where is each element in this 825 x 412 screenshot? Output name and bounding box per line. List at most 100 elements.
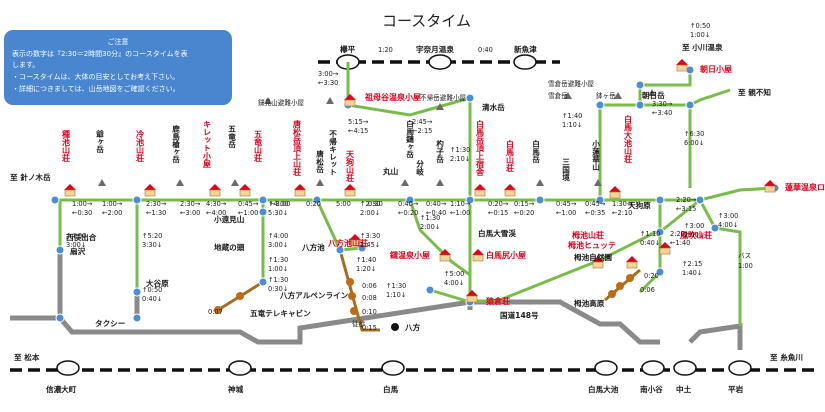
hut-icon [764, 180, 776, 193]
branch-time: 1:40↓ [682, 269, 702, 277]
label-toho: 徒歩 [352, 319, 366, 328]
ridge-time: 2:30→ [180, 200, 201, 208]
branch-time: 0:30↓ [268, 285, 288, 293]
trail-node [465, 93, 475, 103]
notice-line-3: ・コースタイムは、大体の目安としてお考え下さい。 [12, 72, 179, 81]
branch-time: ↑6:30 [684, 130, 704, 138]
hut-icon [474, 184, 486, 197]
ridge-time: 0:20→ [488, 200, 509, 208]
peak-marker [436, 179, 444, 186]
peak-sangokusakai: 三国境 [561, 158, 570, 182]
branch-time: 0:40↓ [640, 239, 660, 247]
place-labels: 種池山荘爺ヶ岳冷池山荘鹿島槍ヶ岳キレット小屋五竜岳五竜山荘唐松岳頂上山荘唐松岳不… [62, 64, 733, 332]
trail-node [655, 267, 665, 277]
place-happoike: 八方池 [301, 242, 325, 252]
trail-node [535, 195, 545, 205]
peak-marker [564, 92, 572, 99]
notice-line-1: 表示の数字は『2:30＝2時間30分』のコースタイムを表 [12, 49, 188, 58]
branch-time: ←3:30 [318, 79, 338, 87]
ridge-time: ←0:30 [72, 209, 92, 217]
branch-time: ←2:15 [412, 127, 432, 135]
bus-label: バス [738, 252, 751, 260]
ridge-time: ←0:35 [585, 209, 605, 217]
branch-time: ↑0:50 [142, 286, 162, 294]
hut-kiretto: キレット小屋 [203, 120, 212, 169]
peak-marker [648, 89, 656, 96]
hut-oike: 白馬大池山荘 [624, 114, 633, 164]
hut-icon [592, 256, 604, 269]
branch-time: 3:00↓ [66, 241, 86, 249]
peak-kashimayari: 鹿島槍ヶ岳 [171, 124, 180, 164]
hut-icon [144, 184, 156, 197]
happo-node [391, 323, 399, 331]
branch-time: ↑1:10 [640, 230, 660, 238]
hut-hakuba-sanso: 白馬山荘 [506, 139, 515, 173]
branch-time: 2:00↓ [360, 209, 380, 217]
peak-jiigatake: 爺ヶ岳 [95, 129, 104, 154]
ridge-time: ←0:15 [488, 209, 508, 217]
ropeway-time: 0:06 [640, 286, 655, 294]
renge-onsen-lodge: 蓮華温泉ロッジ [785, 182, 825, 192]
station-minami-otari: 南小谷 [640, 384, 663, 394]
branch-time: ↑2:30 [360, 200, 380, 208]
place-tenguhara: 天狗原 [628, 200, 651, 210]
ridge-time: 0:30 [368, 200, 383, 208]
peak-marker [316, 179, 324, 186]
branch-time: 6:00↓ [684, 139, 704, 147]
branch-time: 1:20↓ [356, 265, 376, 273]
ridge-time: 0:45→ [238, 200, 259, 208]
trail-node [132, 195, 142, 205]
branch-time: 5:15→ [348, 118, 369, 126]
place-daisekkei: 白馬大雪渓 [478, 228, 516, 238]
ridge-time: ←3:00 [270, 200, 290, 208]
notice-heading: ご注意 [108, 37, 129, 46]
peak-yukikura-name: 雪倉岳 [548, 91, 568, 100]
ridge-time: ←2:00 [102, 209, 122, 217]
place-ogisawa: 扇沢 [70, 246, 86, 256]
branch-time: ↑1:40 [356, 256, 376, 264]
peak-kaerazu: 不帰キレット [328, 130, 337, 176]
course-times: 1:00→←0:301:00→←2:002:30→←1:302:30→←3:00… [66, 22, 738, 332]
ropeway-time: 0:08 [362, 294, 377, 302]
branch-time: ←3:40 [652, 109, 672, 117]
trail-node [655, 195, 665, 205]
trail-node [465, 195, 475, 205]
hut-icon [64, 184, 76, 197]
hut-tengu: 天狗山荘 [345, 150, 355, 183]
branch-time: ↑5:20 [142, 232, 162, 240]
ridge-time: 1:30→ [612, 200, 633, 208]
branch-time: ↑1:30 [450, 146, 470, 154]
peak-marker [594, 179, 602, 186]
hut-icon [344, 184, 356, 197]
peak-marker [176, 179, 184, 186]
branch-time: ↑3:30 [360, 232, 380, 240]
label-taxi: タクシー [95, 318, 125, 328]
place-goryu-telecabin: 五竜テレキャビン [250, 308, 311, 318]
ridge-time: ←1:00 [238, 209, 258, 217]
hut-icon [472, 249, 484, 262]
trail-node [595, 195, 605, 205]
branch-time: 4:00↓ [718, 221, 738, 229]
branch-time: 2:45↓ [360, 241, 380, 249]
ridge-time: 0:40→ [426, 200, 447, 208]
peak-marker [536, 179, 544, 186]
branch-time: ↑1:30 [268, 276, 288, 284]
peak-asahi: 朝日岳 [642, 90, 665, 100]
ridge-time: ←0:20 [398, 209, 418, 217]
ropeway-time: 0:20 [644, 272, 659, 280]
hut-icon [294, 184, 306, 197]
branch-time: ↑4:00 [268, 232, 288, 240]
station-hakuba: 白馬 [383, 384, 399, 394]
hut-icon [466, 290, 478, 303]
station-hakuba-oike: 白馬大池 [588, 384, 619, 394]
station-keyakidaira: 欅平 [340, 44, 356, 54]
branch-time: ↑3:00 [718, 212, 738, 220]
ropeway-time: 0:06 [362, 282, 377, 290]
ridge-time: ←1:30 [146, 209, 166, 217]
branch-time: ↑0:50 [690, 22, 710, 30]
hut-yukikura-hinan: 雪倉岳避難小屋 [548, 79, 595, 88]
to-matsumoto: 至 松本 [14, 352, 40, 362]
ridge-time: ←3:00 [180, 209, 200, 217]
station-unazuki: 宇奈月温泉 [416, 44, 454, 54]
peak-maruyama: 丸山 [382, 166, 398, 176]
